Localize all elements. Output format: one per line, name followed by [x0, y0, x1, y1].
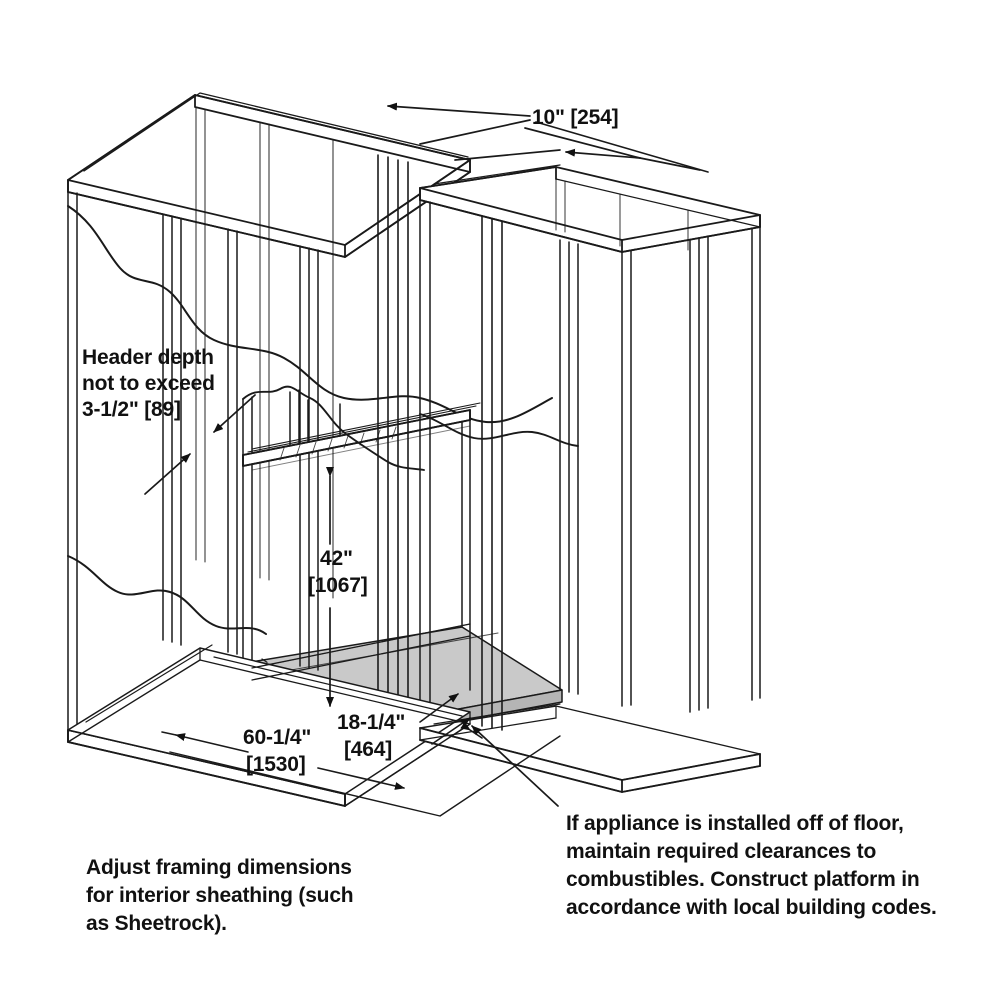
right-wall-top-plate [419, 164, 761, 253]
right-wall-studs [559, 226, 761, 713]
fireplace-opening-jambs [242, 419, 471, 691]
leader-line-icon-depth-top-2 [419, 119, 561, 161]
platform-note-line-1: If appliance is installed off of floor, [566, 812, 904, 835]
leader-line-icon-platform-note [471, 725, 559, 807]
break-line-icon-lower [67, 555, 267, 635]
leader-line-icon-depth-top [387, 102, 709, 173]
dimension-label-depth-metric: [464] [344, 738, 393, 761]
left-wall-top-plate-inner [83, 92, 469, 172]
sheathing-note-line-1: Adjust framing dimensions [86, 856, 352, 879]
platform-note-line-2: maintain required clearances to [566, 840, 877, 863]
break-line-icon [67, 205, 553, 424]
header-note-line-3: 3-1/2" [89] [82, 398, 181, 421]
header-note-line-1: Header depth [82, 346, 214, 369]
frame-geometry [67, 92, 761, 817]
dimension-label-height-metric: [1067] [308, 574, 368, 597]
header-note-line-2: not to exceed [82, 372, 215, 395]
sheathing-note-line-3: as Sheetrock). [86, 912, 227, 935]
dimension-label-depth-top: 10" [254] [532, 106, 619, 129]
break-line-icon-right [419, 413, 579, 447]
dimension-label-height-value: 42" [320, 547, 353, 570]
left-wall-studs [67, 191, 319, 743]
center-column-studs [377, 154, 503, 731]
right-wall-rear-studs [555, 178, 689, 251]
dimension-label-width-metric: [1530] [246, 753, 306, 776]
platform-note-line-4: accordance with local building codes. [566, 896, 937, 919]
fireplace-header [242, 402, 481, 467]
floor-plates [67, 623, 761, 807]
right-wall-junction [419, 199, 431, 743]
dimension-label-depth-value: 18-1/4" [337, 711, 406, 734]
dimension-width-60 [161, 731, 405, 790]
platform-note-line-3: combustibles. Construct platform in [566, 868, 920, 891]
floor-outline [169, 723, 561, 817]
sheathing-note-line-2: for interior sheathing (such [86, 884, 354, 907]
dimension-label-width-value: 60-1/4" [243, 726, 312, 749]
break-line-icon-inner-top [242, 385, 425, 471]
leader-line-icon-header [144, 394, 256, 495]
inner-wall-cripples [242, 389, 341, 456]
